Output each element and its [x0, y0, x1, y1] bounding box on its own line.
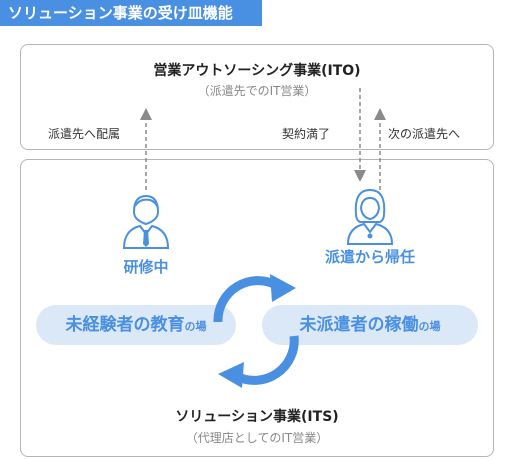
person-label-returned: 派遣から帰任 — [324, 248, 415, 266]
pill-training-suffix: の場 — [184, 320, 207, 333]
its-subtitle: （代理店としてのIT営業） — [185, 431, 329, 445]
male-person-icon — [122, 194, 170, 249]
its-title: ソリューション事業(ITS) — [175, 409, 339, 425]
pill-training-place: 未経験者の教育の場 — [36, 305, 236, 345]
page-title: ソリューション事業の受け皿機能 — [0, 0, 262, 26]
female-person-icon — [346, 188, 394, 245]
pill-operation-suffix: の場 — [418, 320, 441, 333]
flow-label-next-assignment: 次の派遣先へ — [388, 127, 461, 141]
ito-title: 営業アウトソーシング事業(ITO) — [153, 63, 361, 79]
pill-operation-main: 未派遣者の稼働 — [299, 315, 419, 335]
ito-subtitle: （派遣先でのIT営業） — [197, 84, 317, 98]
flow-label-assign: 派遣先へ配属 — [48, 127, 121, 141]
pill-training-main: 未経験者の教育 — [65, 315, 185, 335]
person-label-training: 研修中 — [123, 258, 169, 276]
flow-label-contract-end: 契約満了 — [282, 127, 331, 141]
cycle-arrows-icon — [213, 274, 299, 388]
ito-box: 営業アウトソーシング事業(ITO) （派遣先でのIT営業） — [20, 44, 494, 150]
